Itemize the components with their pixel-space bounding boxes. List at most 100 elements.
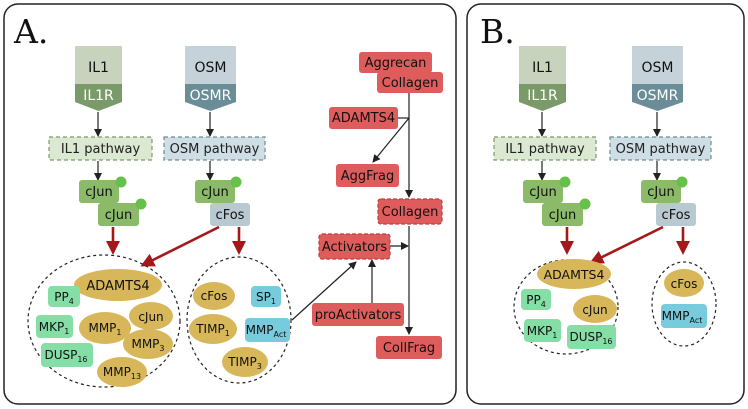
- node-adamts4: [329, 107, 398, 129]
- node-collagen-top: [377, 72, 443, 93]
- gene-cfos: [193, 282, 235, 310]
- cjun-factor-il1-bottom: [98, 203, 139, 226]
- gene-timp1: [189, 314, 237, 344]
- cjun-factor-il1-top-label: cJun: [529, 185, 556, 200]
- osm-pathway-box: [609, 136, 712, 161]
- il1r-receptor-shape: [75, 84, 122, 111]
- gene-mkp1: [36, 315, 73, 338]
- left-gene-cluster-outline: [27, 254, 181, 388]
- gene-pp4: [521, 289, 551, 310]
- gene-mkp1-label: MKP1: [527, 324, 558, 340]
- gene-dusp16-label: DUSP16: [44, 348, 87, 364]
- osmr-receptor-shape: [632, 84, 683, 111]
- gene-mkp1-label: MKP1: [39, 320, 70, 336]
- gene-mmpact-label: MMPAct: [246, 323, 287, 339]
- il1-pathway-box: [48, 136, 153, 161]
- gene-mmpact: [661, 304, 707, 328]
- matrix-network: Aggrecan Collagen ADAMTS4 AggFrag Collag…: [291, 52, 443, 359]
- left-gene-cluster-outline: [513, 259, 619, 355]
- osm-ligand-box: [185, 46, 236, 84]
- node-adamts4-label: ADAMTS4: [332, 111, 395, 126]
- node-collagen-label: Collagen: [382, 205, 439, 220]
- osm-pathway-label: OSM pathway: [616, 142, 706, 157]
- node-aggrecan-label: Aggrecan: [365, 56, 427, 71]
- il1-pathway-label: IL1 pathway: [505, 142, 585, 157]
- cfos-factor-osm-label: cFos: [662, 208, 691, 223]
- phospho-dot: [676, 176, 688, 188]
- osm-receptor-b: OSM OSMR: [632, 46, 683, 111]
- il1-receptor: IL1 IL1R: [75, 46, 122, 111]
- arrow-aggrecan-to-aggfrag: [372, 117, 410, 163]
- phospho-dot: [135, 198, 147, 210]
- node-aggfrag-label: AggFrag: [341, 169, 395, 184]
- node-collfrag: [376, 336, 442, 359]
- panel-b-letter: B.: [480, 12, 515, 51]
- gene-mmp13: [97, 357, 147, 387]
- il1-receptor-b: IL1 IL1R: [519, 46, 566, 111]
- cfos-factor-osm: [656, 203, 696, 226]
- gene-adamts4: [537, 259, 611, 289]
- il1-ligand-box: [75, 46, 122, 84]
- osmr-label: OSMR: [190, 88, 232, 104]
- arrow-osm-to-left-cluster: [589, 225, 664, 264]
- node-proactivators: [312, 303, 404, 326]
- cjun-factor-osm-label: cJun: [647, 185, 674, 200]
- gene-mmpact-label: MMPAct: [662, 309, 703, 325]
- il1r-receptor-shape: [519, 84, 566, 111]
- node-collfrag-label: CollFrag: [383, 341, 435, 356]
- cjun-factor-osm: [195, 180, 235, 203]
- left-gene-cluster-b: ADAMTS4 PP4 cJun MKP1 DUSP16: [521, 259, 617, 349]
- gene-mmp1-label: MMP1: [88, 321, 121, 337]
- gene-timp1-label: TIMP1: [195, 322, 230, 338]
- gene-cfos-label: cFos: [201, 289, 228, 303]
- cjun-factor-il1-top-label: cJun: [85, 185, 112, 200]
- gene-adamts4: [74, 269, 162, 301]
- il1-label: IL1: [532, 60, 553, 76]
- gene-adamts4-label: ADAMTS4: [86, 279, 149, 294]
- node-aggrecan: [359, 52, 432, 73]
- arrow-mmpact-to-activators: [291, 261, 357, 321]
- cjun-factor-il1-top: [79, 180, 119, 203]
- node-collagen-top-label: Collagen: [382, 76, 439, 91]
- gene-pp4-label: PP4: [526, 293, 546, 309]
- gene-mmp1: [79, 312, 131, 344]
- gene-cfos-label: cFos: [671, 277, 698, 291]
- gene-sp1-label: SP1: [256, 290, 276, 306]
- gene-dusp16-label: DUSP16: [569, 330, 612, 346]
- cjun-factor-osm: [641, 180, 681, 203]
- osm-receptor: OSM OSMR: [185, 46, 236, 111]
- osm-pathway-label: OSM pathway: [170, 142, 260, 157]
- gene-dusp16: [567, 325, 616, 349]
- osm-label: OSM: [642, 60, 674, 76]
- gene-mmpact: [245, 318, 290, 342]
- right-gene-cluster: cFos SP1 TIMP1 MMPAct TIMP3: [189, 282, 290, 377]
- il1-pathway-label: IL1 pathway: [61, 142, 141, 157]
- node-activators-label: Activators: [322, 240, 388, 255]
- right-gene-cluster-outline: [186, 256, 292, 384]
- cfos-factor-osm: [210, 203, 250, 226]
- cjun-factor-il1-bottom-label: cJun: [549, 208, 576, 223]
- cjun-factor-il1-top: [523, 180, 563, 203]
- cfos-factor-osm-label: cFos: [216, 208, 245, 223]
- phospho-dot: [230, 176, 242, 188]
- gene-pp4-label: PP4: [54, 290, 74, 306]
- left-gene-cluster: ADAMTS4 PP4 cJun MKP1 MMP1 MMP3 DUSP16 M…: [36, 269, 173, 387]
- gene-cjun-label: cJun: [582, 303, 607, 317]
- cjun-factor-il1-bottom-label: cJun: [105, 208, 132, 223]
- gene-timp3-label: TIMP3: [227, 355, 262, 371]
- gene-adamts4-label: ADAMTS4: [544, 267, 605, 282]
- il1-label: IL1: [88, 60, 109, 76]
- gene-cjun: [129, 302, 173, 330]
- right-gene-cluster-b: cFos MMPAct: [661, 269, 707, 328]
- panel-b: B. IL1 IL1R OSM OSMR IL1 pathway OSM pat…: [466, 3, 745, 405]
- node-collagen: [377, 198, 443, 225]
- phospho-dot: [579, 198, 591, 210]
- arrow-osm-to-left-cluster: [140, 225, 220, 267]
- panel-a-letter: A.: [13, 12, 48, 51]
- node-activators: [318, 233, 391, 260]
- il1-ligand-box: [519, 46, 566, 84]
- node-proactivators-label: proActivators: [315, 308, 402, 323]
- gene-mmp3-label: MMP3: [131, 337, 164, 353]
- gene-timp3: [222, 347, 268, 377]
